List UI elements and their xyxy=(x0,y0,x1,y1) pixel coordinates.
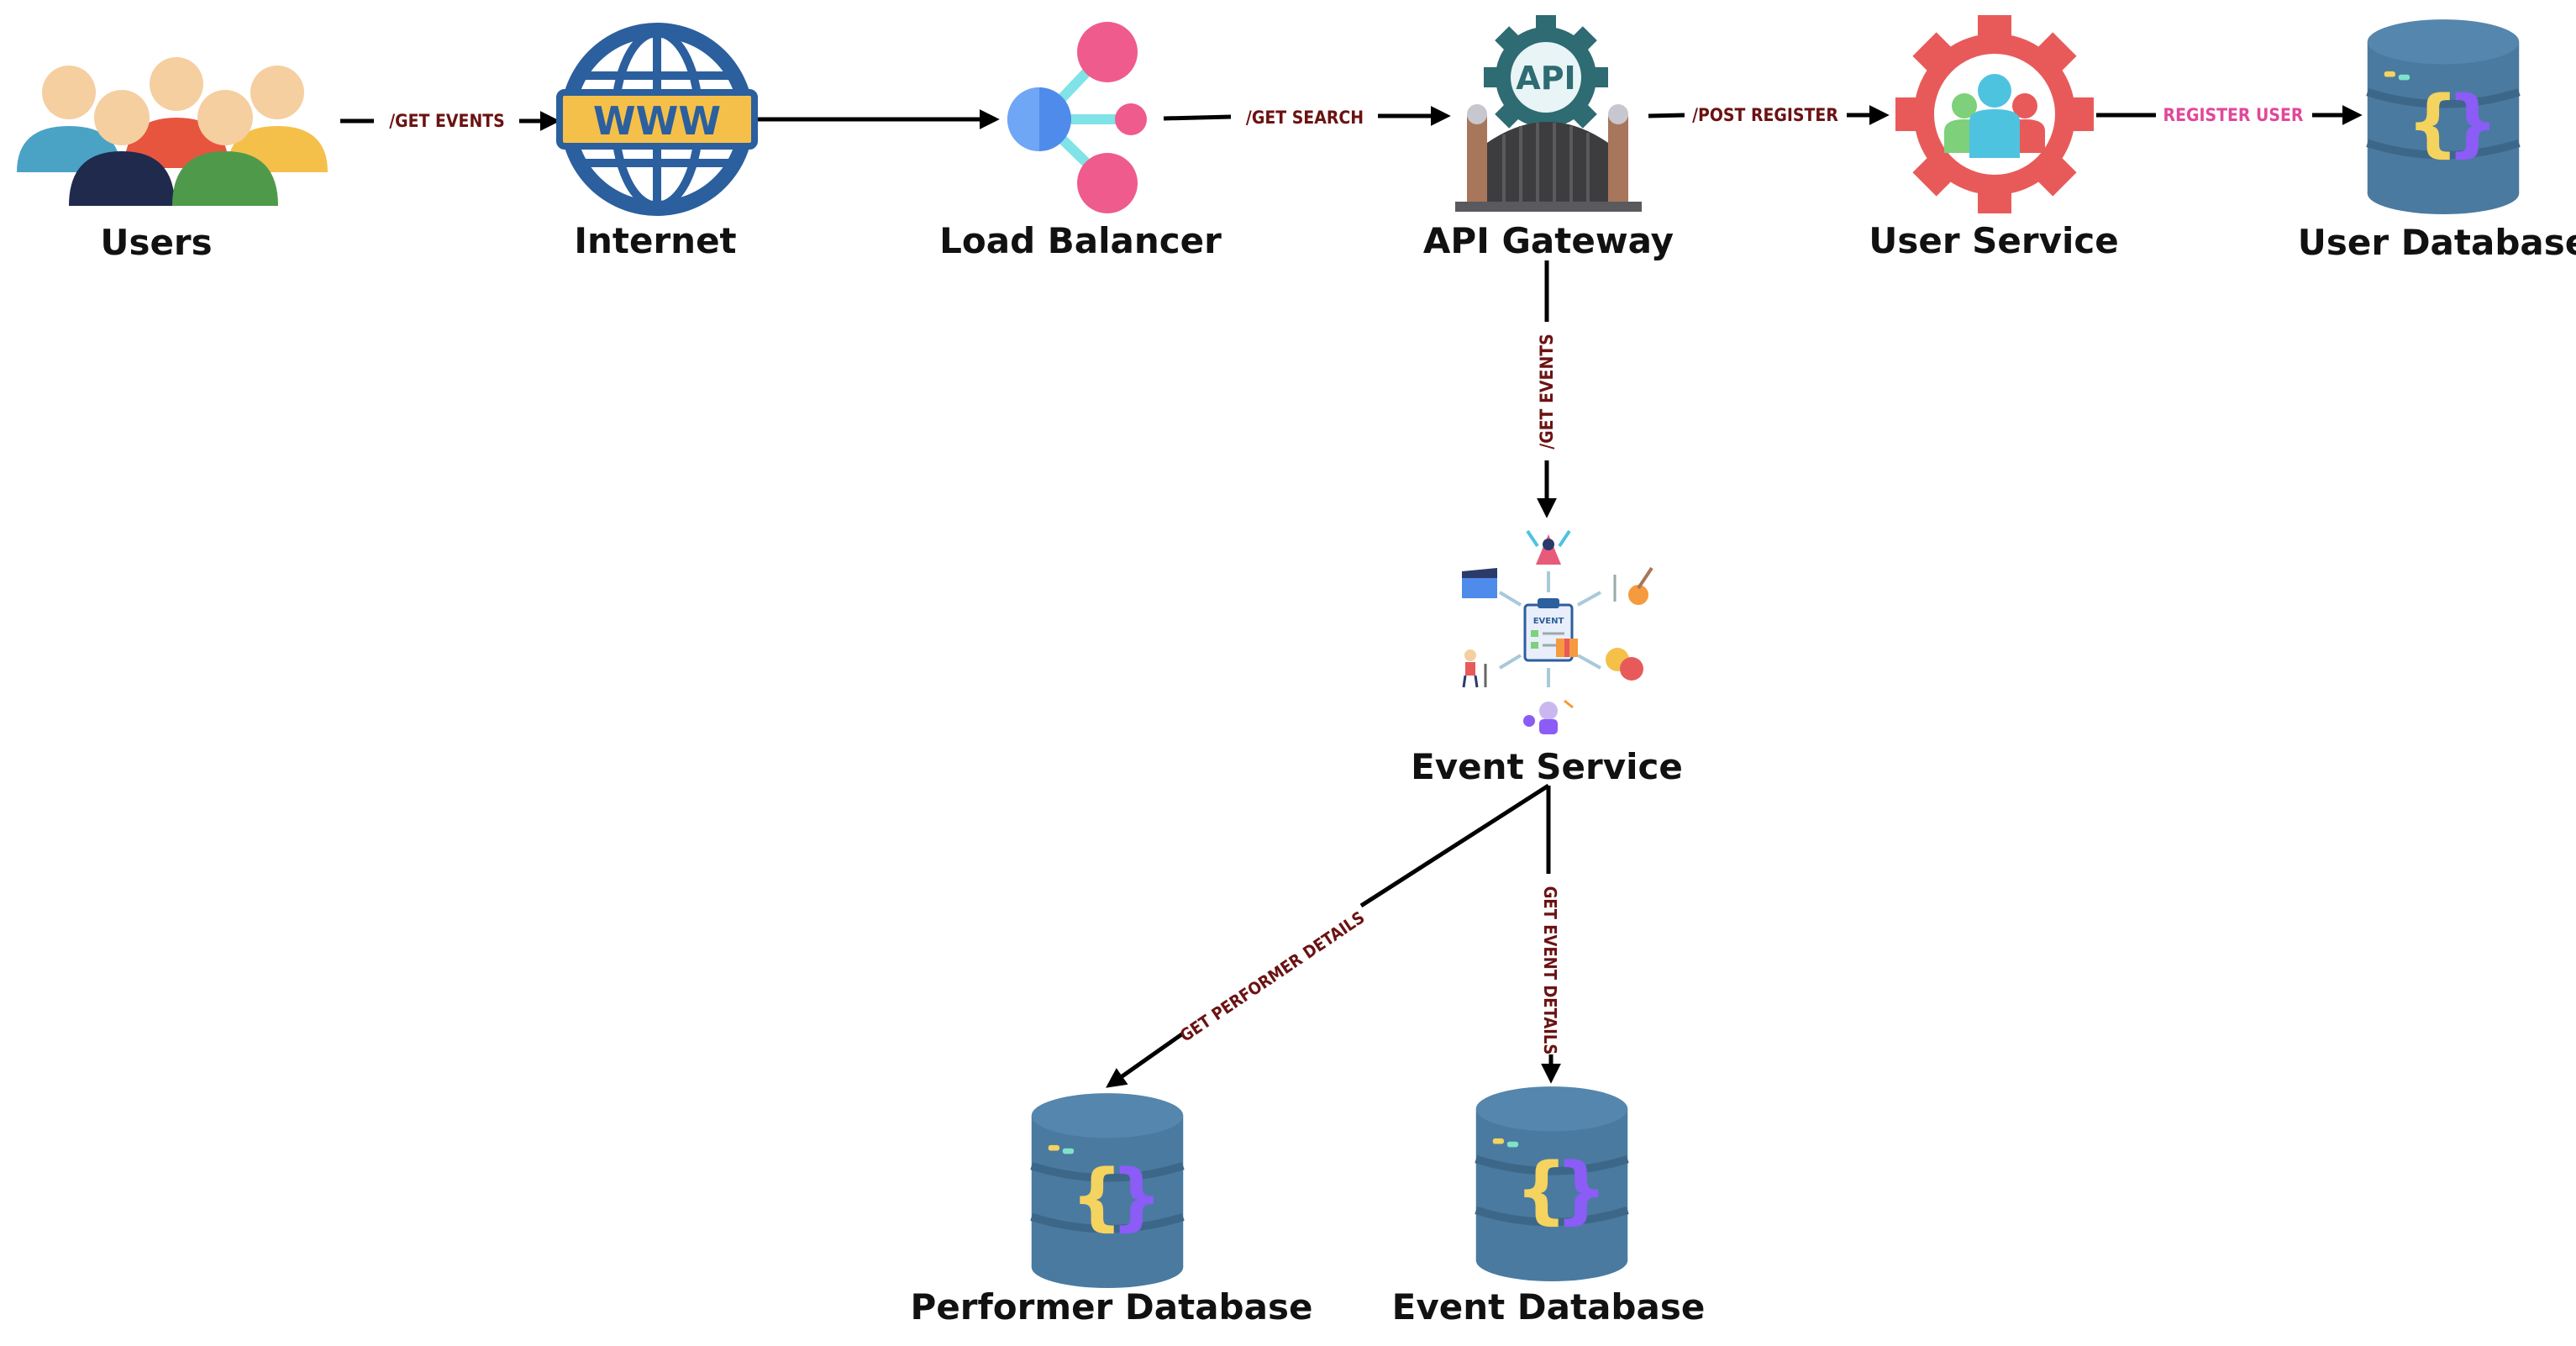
api-gateway-icon: API xyxy=(1455,15,1642,212)
event-database-node: Event Database xyxy=(1392,1086,1706,1328)
users-icon xyxy=(17,57,328,206)
edge-label-get-events: /GET EVENTS xyxy=(389,111,505,131)
edge-label-get-event-details: GET EVENT DETAILS xyxy=(1540,886,1560,1055)
edge-event-performer-db: GET PERFORMER DETAILS xyxy=(1106,783,1550,1088)
user-service-node: User Service xyxy=(1869,15,2119,261)
api-gateway-label: API Gateway xyxy=(1423,220,1674,261)
edge-label-get-performer-details: GET PERFORMER DETAILS xyxy=(1176,907,1369,1046)
user-database-icon xyxy=(2368,19,2520,214)
edge-user-service-db: REGISTER USER xyxy=(2096,105,2363,125)
edge-label-get-search: /GET SEARCH xyxy=(1246,108,1364,128)
internet-label: Internet xyxy=(574,220,736,261)
edge-label-register-user: REGISTER USER xyxy=(2163,105,2304,125)
edge-label-get-events-vertical: /GET EVENTS xyxy=(1537,334,1557,450)
users-label: Users xyxy=(100,222,212,263)
edge-lb-gateway: /GET SEARCH xyxy=(1163,106,1451,128)
edge-gateway-event-service: /GET EVENTS xyxy=(1537,260,1557,518)
performer-database-node: Performer Database xyxy=(911,1093,1313,1328)
edge-label-post-register: /POST REGISTER xyxy=(1692,105,1838,125)
globe-icon: WWW xyxy=(556,23,758,216)
users-node: Users xyxy=(17,57,328,263)
event-service-icon: EVENT xyxy=(1462,529,1653,734)
load-balancer-icon xyxy=(1007,22,1147,213)
load-balancer-node: Load Balancer xyxy=(939,22,1222,261)
event-service-label: Event Service xyxy=(1411,746,1683,787)
event-database-label: Event Database xyxy=(1392,1286,1706,1328)
user-service-label: User Service xyxy=(1869,220,2119,261)
api-badge: API xyxy=(1516,60,1575,97)
event-service-node: EVENT xyxy=(1411,529,1683,787)
load-balancer-label: Load Balancer xyxy=(939,220,1222,261)
performer-database-label: Performer Database xyxy=(911,1286,1313,1328)
www-badge: WWW xyxy=(593,98,721,144)
performer-database-icon xyxy=(1032,1093,1184,1288)
edge-gateway-user-service: /POST REGISTER xyxy=(1648,105,1890,125)
user-database-label: User Database xyxy=(2298,222,2576,263)
event-database-icon xyxy=(1476,1086,1628,1281)
user-database-node: User Database xyxy=(2298,19,2576,263)
api-gateway-node: API API Gateway xyxy=(1423,15,1674,261)
internet-node: WWW Internet xyxy=(556,23,758,261)
event-badge: EVENT xyxy=(1533,617,1564,626)
edge-users-internet: /GET EVENTS xyxy=(340,111,560,131)
user-service-gear-icon xyxy=(1895,15,2094,213)
edge-event-event-db: GET EVENT DETAILS xyxy=(1540,786,1561,1084)
